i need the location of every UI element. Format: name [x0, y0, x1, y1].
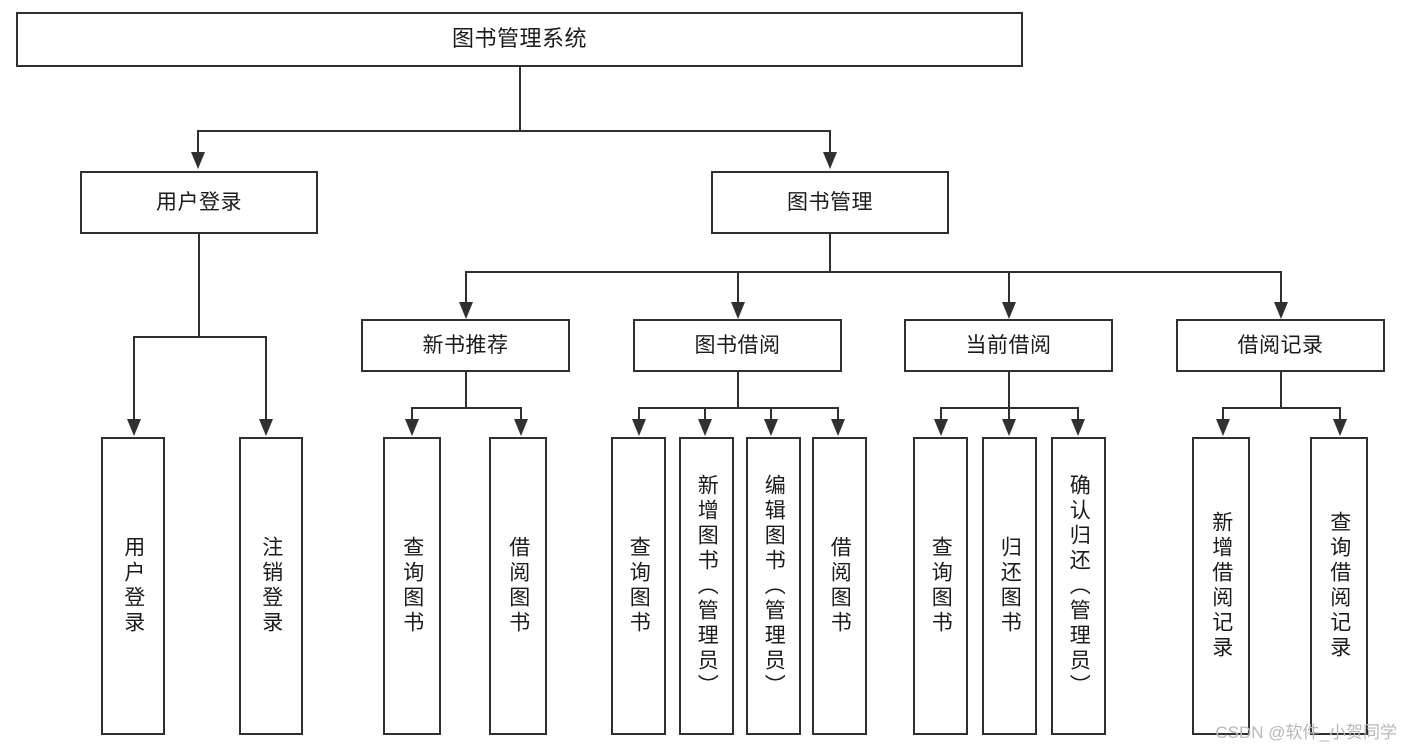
leaf-borrow-book-2[interactable]: 借阅图书 [812, 437, 867, 735]
node-user-login[interactable]: 用户登录 [80, 171, 318, 234]
connector-borrowrecord-to-leaf2 [1339, 407, 1341, 420]
node-label: 查询图书 [929, 536, 953, 636]
node-label: 新增借阅记录 [1209, 511, 1233, 661]
connector-userlogin-to-leaf1 [133, 336, 135, 420]
connector-userlogin-bar [133, 336, 265, 338]
leaf-logout-login[interactable]: 注销登录 [239, 437, 303, 735]
arrow-bookborrow-to-leaf2 [698, 419, 712, 436]
arrow-currentborrow-to-leaf1 [934, 419, 948, 436]
connector-bookmanage-to-c3 [1008, 271, 1010, 303]
connector-currentborrow-to-leaf1 [940, 407, 942, 420]
connector-bookborrow-to-leaf3 [770, 407, 772, 420]
connector-bookborrow-to-leaf1 [638, 407, 640, 420]
connector-root-to-userlogin [197, 130, 199, 153]
leaf-query-book-3[interactable]: 查询图书 [913, 437, 968, 735]
arrow-bookmanage-to-c1 [459, 302, 473, 319]
arrow-newbook-to-leaf2 [514, 419, 528, 436]
node-borrow-record[interactable]: 借阅记录 [1176, 319, 1385, 372]
node-label: 图书管理 [787, 190, 873, 214]
arrow-bookborrow-to-leaf4 [831, 419, 845, 436]
arrow-bookmanage-to-c3 [1002, 302, 1016, 319]
node-label: 编辑图书（管理员） [762, 473, 786, 699]
connector-newbook-stem [465, 372, 467, 407]
arrow-root-to-bookmanage [823, 152, 837, 169]
connector-currentborrow-to-leaf3 [1077, 407, 1079, 420]
connector-bookmanage-to-c2 [737, 271, 739, 303]
connector-root-stem [519, 67, 521, 130]
connector-newbook-bar [411, 407, 520, 409]
leaf-query-book-1[interactable]: 查询图书 [383, 437, 441, 735]
connector-currentborrow-stem [1008, 372, 1010, 407]
node-label: 借阅图书 [506, 536, 530, 636]
node-book-manage[interactable]: 图书管理 [711, 171, 949, 234]
leaf-edit-book[interactable]: 编辑图书（管理员） [746, 437, 801, 735]
connector-borrowrecord-to-leaf1 [1222, 407, 1224, 420]
arrow-borrowrecord-to-leaf2 [1333, 419, 1347, 436]
node-root-system[interactable]: 图书管理系统 [16, 12, 1023, 67]
node-label: 查询借阅记录 [1327, 511, 1351, 661]
connector-currentborrow-to-leaf2 [1008, 407, 1010, 420]
connector-newbook-to-leaf2 [520, 407, 522, 420]
arrow-bookborrow-to-leaf3 [764, 419, 778, 436]
node-label: 确认归还（管理员） [1067, 473, 1091, 699]
connector-userlogin-to-leaf2 [265, 336, 267, 420]
node-label: 新书推荐 [422, 333, 509, 357]
connector-bookborrow-to-leaf4 [837, 407, 839, 420]
arrow-newbook-to-leaf1 [405, 419, 419, 436]
arrow-userlogin-to-leaf2 [259, 419, 273, 436]
node-label: 查询图书 [627, 536, 651, 636]
connector-bookborrow-bar [638, 407, 837, 409]
connector-root-bar [197, 130, 831, 132]
leaf-borrow-book-1[interactable]: 借阅图书 [489, 437, 547, 735]
arrow-bookborrow-to-leaf1 [632, 419, 646, 436]
connector-bookmanage-bar [465, 271, 1280, 273]
connector-bookmanage-to-c1 [465, 271, 467, 303]
node-book-borrow[interactable]: 图书借阅 [633, 319, 842, 372]
connector-root-to-bookmanage [829, 130, 831, 153]
node-label: 注销登录 [259, 536, 283, 636]
node-label: 借阅记录 [1237, 333, 1324, 357]
node-current-borrow[interactable]: 当前借阅 [904, 319, 1113, 372]
node-new-book-recommend[interactable]: 新书推荐 [361, 319, 570, 372]
arrow-currentborrow-to-leaf3 [1071, 419, 1085, 436]
leaf-add-book[interactable]: 新增图书（管理员） [679, 437, 734, 735]
connector-bookborrow-to-leaf2 [704, 407, 706, 420]
arrow-currentborrow-to-leaf2 [1002, 419, 1016, 436]
leaf-return-book[interactable]: 归还图书 [982, 437, 1037, 735]
connector-newbook-to-leaf1 [411, 407, 413, 420]
arrow-bookmanage-to-c2 [731, 302, 745, 319]
connector-borrowrecord-stem [1280, 372, 1282, 407]
node-label: 图书借阅 [694, 333, 781, 357]
leaf-query-record[interactable]: 查询借阅记录 [1310, 437, 1368, 735]
connector-bookborrow-stem [737, 372, 739, 407]
arrow-bookmanage-to-c4 [1274, 302, 1288, 319]
arrow-root-to-userlogin [191, 152, 205, 169]
connector-bookmanage-stem [829, 234, 831, 271]
leaf-user-login[interactable]: 用户登录 [101, 437, 165, 735]
leaf-query-book-2[interactable]: 查询图书 [611, 437, 666, 735]
leaf-confirm-return[interactable]: 确认归还（管理员） [1051, 437, 1106, 735]
csdn-watermark: CSDN @软件_小贺同学 [1215, 723, 1397, 742]
node-label: 归还图书 [998, 536, 1022, 636]
connector-userlogin-stem [198, 234, 200, 336]
leaf-add-record[interactable]: 新增借阅记录 [1192, 437, 1250, 735]
connector-borrowrecord-bar [1222, 407, 1339, 409]
node-label: 图书管理系统 [451, 26, 587, 52]
node-label: 查询图书 [400, 536, 424, 636]
arrow-userlogin-to-leaf1 [127, 419, 141, 436]
node-label: 用户登录 [121, 536, 145, 636]
arrow-borrowrecord-to-leaf1 [1216, 419, 1230, 436]
connector-bookmanage-to-c4 [1280, 271, 1282, 303]
node-label: 借阅图书 [828, 536, 852, 636]
node-label: 新增图书（管理员） [695, 473, 719, 699]
node-label: 当前借阅 [965, 333, 1052, 357]
node-label: 用户登录 [156, 190, 242, 214]
